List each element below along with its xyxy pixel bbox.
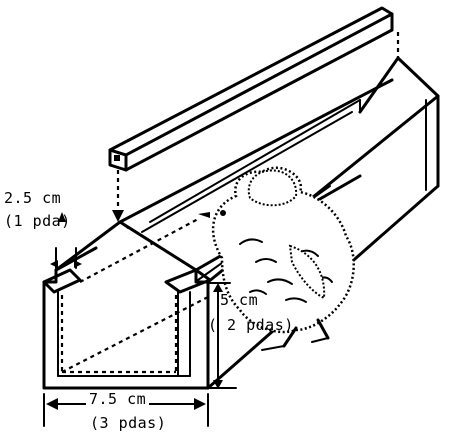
rail-hole: [114, 155, 120, 161]
dimension-top-width: [50, 212, 82, 269]
height-label: 5 cm: [220, 291, 259, 309]
base-width-imperial-label: (3 pdas): [90, 414, 167, 432]
height-imperial-label: ( 2 pdas): [208, 316, 294, 334]
base-width-label: 7.5 cm: [86, 392, 150, 407]
feeder-trough: [42, 56, 440, 390]
rail-guide-arrow: [112, 210, 124, 222]
top-width-imperial-label: (1 pda): [4, 212, 71, 230]
top-rail: [108, 6, 394, 172]
dimension-height: [207, 282, 237, 389]
chick-icon: [198, 166, 355, 351]
top-width-label: 2.5 cm: [4, 189, 62, 207]
